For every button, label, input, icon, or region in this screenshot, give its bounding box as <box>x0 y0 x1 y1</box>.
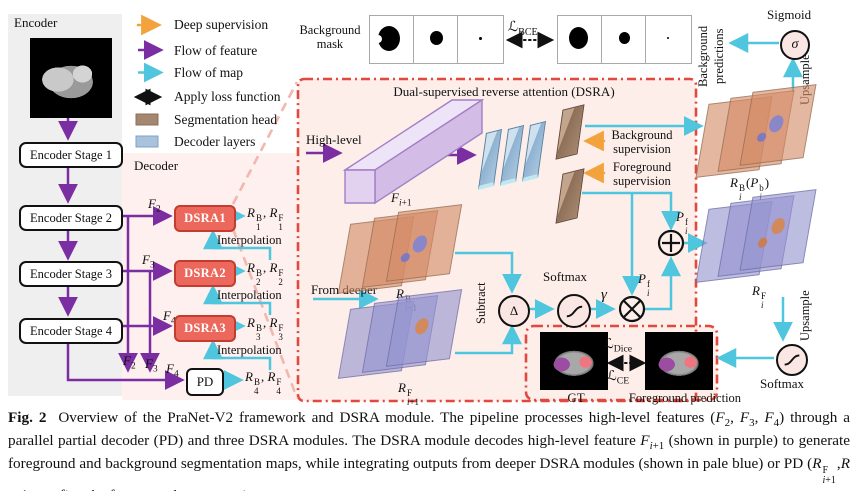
map-blob <box>770 217 787 235</box>
high-level-label: High-level <box>306 132 362 147</box>
map-blob <box>411 234 429 254</box>
encoder-stage-4: Encoder Stage 4 <box>19 318 123 344</box>
figure-caption: Fig. 2 Overview of the PraNet-V2 framewo… <box>8 408 850 491</box>
legend-deep-supervision: Deep supervision <box>174 17 269 32</box>
map-blob <box>756 132 767 143</box>
map-blob <box>400 252 411 263</box>
ce-loss-label: ℒCE <box>607 368 630 387</box>
softmax-node-inner <box>557 294 591 328</box>
figure-caption-tag: Fig. 2 <box>8 409 47 426</box>
input-ct-image <box>30 38 112 118</box>
gt-label: GT <box>567 390 585 405</box>
feature-label-f3-bottom: F3 <box>145 356 158 375</box>
connector-layer <box>58 14 803 403</box>
prediction-blob <box>569 27 588 49</box>
segmentation-head-swatch-icon <box>135 113 159 126</box>
decoder-title: Decoder <box>134 158 179 173</box>
legend-decoder-layers: Decoder layers <box>174 134 256 149</box>
dsra3-module: DSRA3 <box>174 315 236 342</box>
legend-flow-of-map: Flow of map <box>174 65 243 80</box>
subtract-label: Subtract <box>474 282 488 324</box>
feature-label-f2: F2 <box>148 196 161 215</box>
feature-label-f3: F3 <box>142 252 155 271</box>
map-blob <box>757 237 768 249</box>
feature-label-f4-bottom: F4 <box>166 361 179 380</box>
dsra-box-border <box>296 77 698 403</box>
foreground-prediction-label: Foreground prediction <box>628 391 742 405</box>
map-blob <box>767 114 785 134</box>
background-predictions-line2: predictions <box>712 28 726 84</box>
mask-box-2 <box>413 15 460 64</box>
mask-blob-notch <box>374 35 382 43</box>
f-i1-label: Fi+1 <box>391 190 412 209</box>
sigmoid-node: σ <box>780 30 810 60</box>
interpolation-label-2: Interpolation <box>217 288 282 302</box>
decoder-layers-swatch-icon <box>135 135 159 148</box>
figure-caption-text: Overview of the PraNet-V2 framework and … <box>8 409 851 491</box>
legend-icons <box>133 14 164 148</box>
deep-supervision-arrows <box>583 130 606 184</box>
softmax-curve-icon <box>784 354 800 366</box>
encoder-stage-1: Encoder Stage 1 <box>19 142 123 168</box>
mask-box-1 <box>369 15 416 64</box>
interpolation-label-1: Interpolation <box>217 233 282 247</box>
interpolation-label-3: Interpolation <box>217 343 282 357</box>
upsample-label-bottom: Upsample <box>798 290 812 342</box>
foreground-prediction-image <box>645 332 713 390</box>
purple-flow-arrows <box>58 118 477 390</box>
legend-apply-loss: Apply loss function <box>174 89 281 104</box>
gt-image <box>540 332 608 390</box>
zoom-guides <box>231 81 299 399</box>
cyan-flow-arrows <box>203 33 803 390</box>
prediction-box-3 <box>645 15 692 64</box>
foreground-supervision-label: Foreground supervision <box>612 160 672 188</box>
prediction-box-1 <box>557 15 604 64</box>
map-blob <box>413 317 430 336</box>
prediction-box-2 <box>601 15 648 64</box>
loss-arrows <box>505 31 647 372</box>
pd-module: PD <box>186 368 224 396</box>
encoder-stage-3: Encoder Stage 3 <box>19 261 123 287</box>
background-mask-label: Background mask <box>299 23 361 51</box>
gamma-label: γ <box>601 287 607 303</box>
encoder-stage-2: Encoder Stage 2 <box>19 205 123 231</box>
dsra2-module: DSRA2 <box>174 260 236 287</box>
subtract-node: Δ <box>498 295 530 327</box>
multiply-icon <box>618 295 646 323</box>
mask-box-3 <box>457 15 504 64</box>
legend-flow-of-feature: Flow of feature <box>174 43 258 58</box>
mask-blob <box>430 31 443 45</box>
softmax-inner-label: Softmax <box>543 269 588 284</box>
background-supervision-label: Background supervision <box>611 128 673 156</box>
dice-loss-label: ℒDice <box>604 336 633 355</box>
dsra1-module: DSRA1 <box>174 205 236 232</box>
bce-loss-label: ℒBCE <box>508 20 538 38</box>
softmax-node-output <box>776 344 808 376</box>
softmax-curve-icon <box>566 305 582 317</box>
feature-cuboid <box>342 98 485 205</box>
feature-label-f2-bottom: F2 <box>123 353 136 372</box>
background-predictions-line1: Background <box>696 25 710 87</box>
mask-blob <box>378 26 400 51</box>
dsra-title: Dual-supervised reverse attention (DSRA) <box>393 84 615 99</box>
sigmoid-label: Sigmoid <box>767 7 812 22</box>
encoder-title: Encoder <box>14 15 58 30</box>
mask-blob <box>479 37 482 40</box>
softmax-output-label: Softmax <box>760 376 805 391</box>
add-icon <box>657 229 685 257</box>
prediction-blob <box>667 37 669 39</box>
prediction-blob <box>619 32 630 44</box>
feature-label-f4: F4 <box>163 308 176 326</box>
legend-segmentation-head: Segmentation head <box>174 112 278 127</box>
